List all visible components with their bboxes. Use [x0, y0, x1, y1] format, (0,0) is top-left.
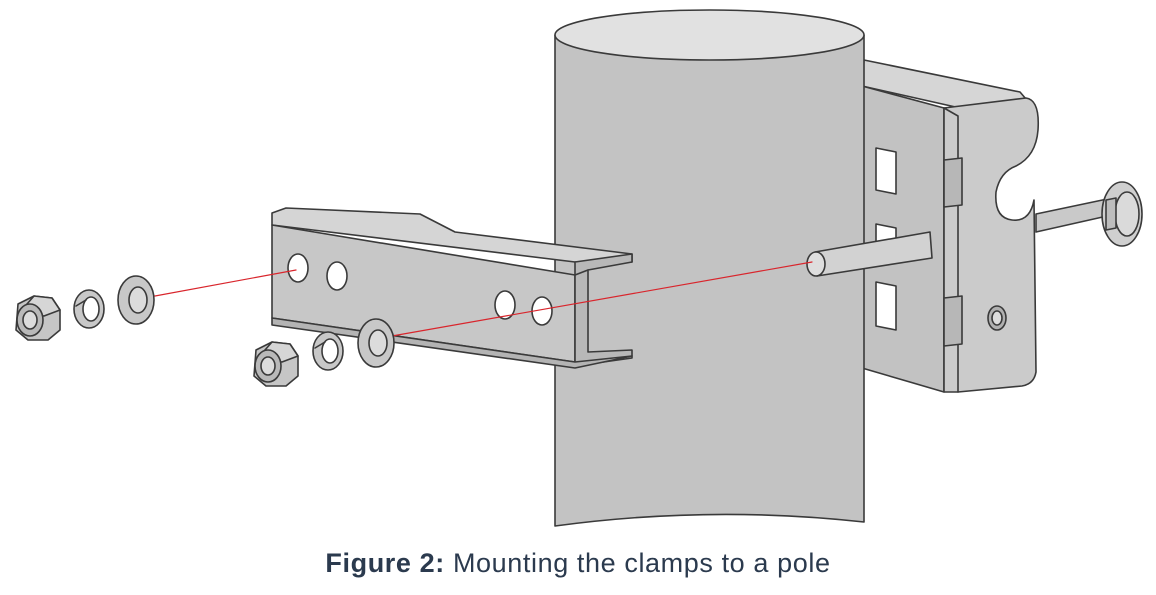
assembly-guide-lines [154, 261, 813, 337]
flat-washer [117, 275, 155, 325]
hex-nut [15, 295, 61, 341]
figure-label: Figure 2: [325, 548, 445, 578]
figure-caption: Figure 2: Mounting the clamps to a pole [0, 548, 1156, 579]
figure-caption-text: Mounting the clamps to a pole [444, 548, 831, 578]
bracket-holes [287, 253, 553, 326]
carriage-bolt-shaft [806, 231, 933, 277]
front-clamp-bracket [271, 207, 633, 369]
carriage-bolt [1035, 181, 1143, 247]
split-lock-washer [312, 331, 344, 371]
split-lock-washer [73, 289, 105, 329]
pole-clamp-diagram [15, 9, 1143, 527]
flat-washer [357, 318, 395, 368]
rear-clamp-bracket [861, 59, 1040, 393]
hex-nut [253, 341, 299, 387]
hardware-stack-upper [15, 275, 155, 341]
hardware-stack-lower [253, 318, 395, 387]
